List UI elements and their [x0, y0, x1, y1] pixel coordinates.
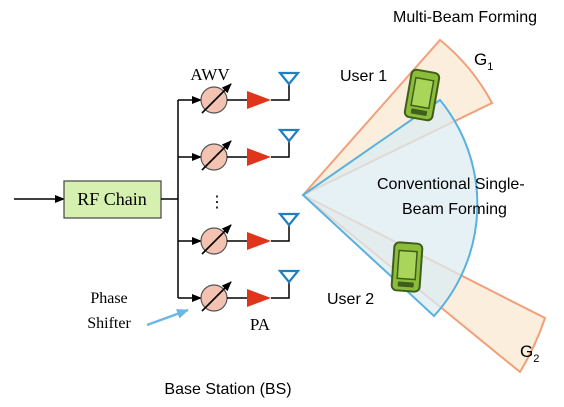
branch-ellipsis: ⋮: [209, 194, 225, 211]
phase-shifter-icon: [200, 83, 232, 114]
power-amplifier-icon: [247, 289, 271, 307]
branches: [178, 71, 301, 312]
phone-icon-user2: [390, 241, 424, 293]
power-amplifier-icon: [247, 232, 271, 250]
user2-label: User 2: [327, 291, 374, 308]
antenna-branch: [178, 269, 301, 312]
g2-label: G2: [520, 342, 539, 365]
base-station-label: Base Station (BS): [164, 381, 291, 398]
phase-shifter-pointer: [146, 308, 189, 327]
antenna-icon: [271, 212, 301, 242]
rf-chain-box: [63, 180, 162, 219]
phase-shifter-icon: [200, 224, 232, 255]
antenna-branch: [178, 71, 301, 114]
conventional-label-line1: Conventional Single-: [377, 176, 525, 193]
antenna-icon: [271, 128, 301, 158]
phase-label: Phase: [90, 290, 127, 307]
power-amplifier-icon: [247, 148, 271, 166]
phase-shifter-icon: [200, 140, 232, 171]
feed-network: [161, 100, 179, 298]
antenna-icon: [271, 269, 301, 299]
phone-icon-user1: [403, 68, 441, 122]
beam-g1: [302, 38, 494, 196]
awv-label: AWV: [190, 65, 230, 84]
conventional-label-line2: Beam Forming: [402, 201, 507, 218]
user1-label: User 1: [340, 68, 387, 85]
g1-label: G1: [474, 50, 493, 73]
antenna-branch: [178, 128, 301, 171]
power-amplifier-icon: [247, 91, 271, 109]
phase-shifter-icon: [200, 281, 232, 312]
antenna-branch: [178, 212, 301, 255]
shifter-label: Shifter: [87, 315, 131, 332]
pa-label: PA: [250, 315, 271, 334]
single-beam: [301, 98, 479, 318]
multi-beam-label: Multi-Beam Forming: [393, 9, 537, 26]
antenna-icon: [271, 71, 301, 101]
rf-chain-label: RF Chain: [77, 189, 147, 209]
